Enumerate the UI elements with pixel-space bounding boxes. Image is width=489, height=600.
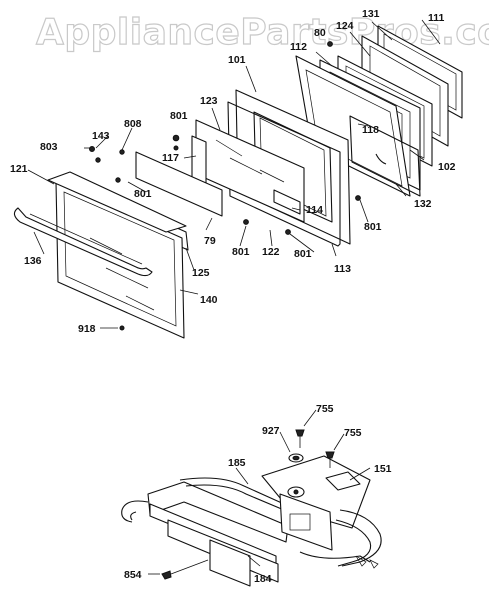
callout-801-d: 801 — [232, 246, 250, 258]
callout-185: 185 — [228, 457, 246, 469]
callout-112: 112 — [290, 41, 307, 53]
callout-102: 102 — [438, 161, 456, 173]
callout-118: 118 — [362, 124, 379, 136]
callout-132: 132 — [414, 198, 432, 210]
callout-123: 123 — [200, 95, 218, 107]
part-hinge-assembly — [121, 455, 382, 587]
callout-801-e: 801 — [294, 248, 312, 260]
callout-124: 124 — [336, 20, 354, 32]
callout-121: 121 — [10, 163, 28, 175]
callout-79: 79 — [204, 235, 216, 247]
callout-labels: 111 131 124 80 112 101 123 118 801 808 1… — [10, 8, 456, 585]
callout-808: 808 — [124, 118, 142, 130]
callout-854: 854 — [124, 569, 142, 581]
callout-122: 122 — [262, 246, 280, 258]
callout-114: 114 — [306, 204, 323, 216]
callout-801-a: 801 — [170, 110, 188, 122]
leader-lines — [148, 409, 371, 575]
part-door-handle — [13, 207, 153, 277]
callout-801-b: 801 — [134, 188, 152, 200]
callout-136: 136 — [24, 255, 42, 267]
callout-113: 113 — [334, 263, 351, 275]
callout-803: 803 — [40, 141, 58, 153]
screw-icon — [89, 41, 361, 331]
callout-140: 140 — [200, 294, 218, 306]
site-watermark: AppliancePartsPros.com — [36, 12, 489, 53]
callout-755-b: 755 — [344, 427, 362, 439]
callout-111: 111 — [428, 12, 445, 24]
callout-927: 927 — [262, 425, 280, 437]
callout-918: 918 — [78, 323, 96, 335]
callout-151: 151 — [374, 463, 392, 475]
callout-184: 184 — [254, 573, 272, 585]
callout-131: 131 — [362, 8, 380, 20]
callout-101: 101 — [228, 54, 246, 66]
callout-117: 117 — [162, 152, 179, 164]
screw-icon — [161, 429, 335, 580]
callout-125: 125 — [192, 267, 210, 279]
leader-lines — [27, 19, 441, 329]
callout-755-a: 755 — [316, 403, 334, 415]
part-insulation — [135, 151, 223, 217]
callout-80: 80 — [314, 27, 326, 39]
callout-801-c: 801 — [364, 221, 382, 233]
part-top-trim — [47, 171, 187, 233]
part-gasket-frame — [349, 115, 421, 197]
callout-143: 143 — [92, 130, 110, 142]
